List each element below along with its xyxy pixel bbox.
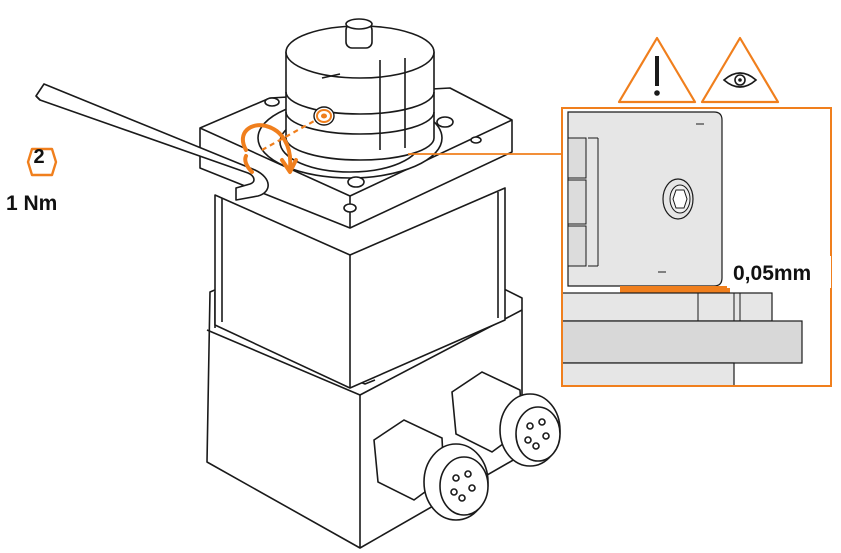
warning-triangle-icon xyxy=(617,36,697,104)
step-number: 2 xyxy=(33,146,45,168)
detail-frame xyxy=(561,107,832,387)
hex-key-icon xyxy=(35,83,269,201)
motor-body xyxy=(214,187,506,389)
torque-value: 1 Nm xyxy=(6,192,58,215)
gap-dimension-label: 0,05mm xyxy=(733,262,812,285)
engagement-dashes xyxy=(261,119,317,151)
shaft-coupling xyxy=(285,18,435,161)
clamp-screw xyxy=(313,106,335,126)
clockwise-rotation-arrow-icon xyxy=(240,123,298,174)
connector-upper xyxy=(451,371,561,467)
gap-label-backdrop xyxy=(727,256,831,288)
detail-view xyxy=(562,108,831,386)
connector-lower xyxy=(373,419,489,521)
eye-triangle-icon xyxy=(700,36,780,104)
step-hexagon xyxy=(26,147,58,177)
